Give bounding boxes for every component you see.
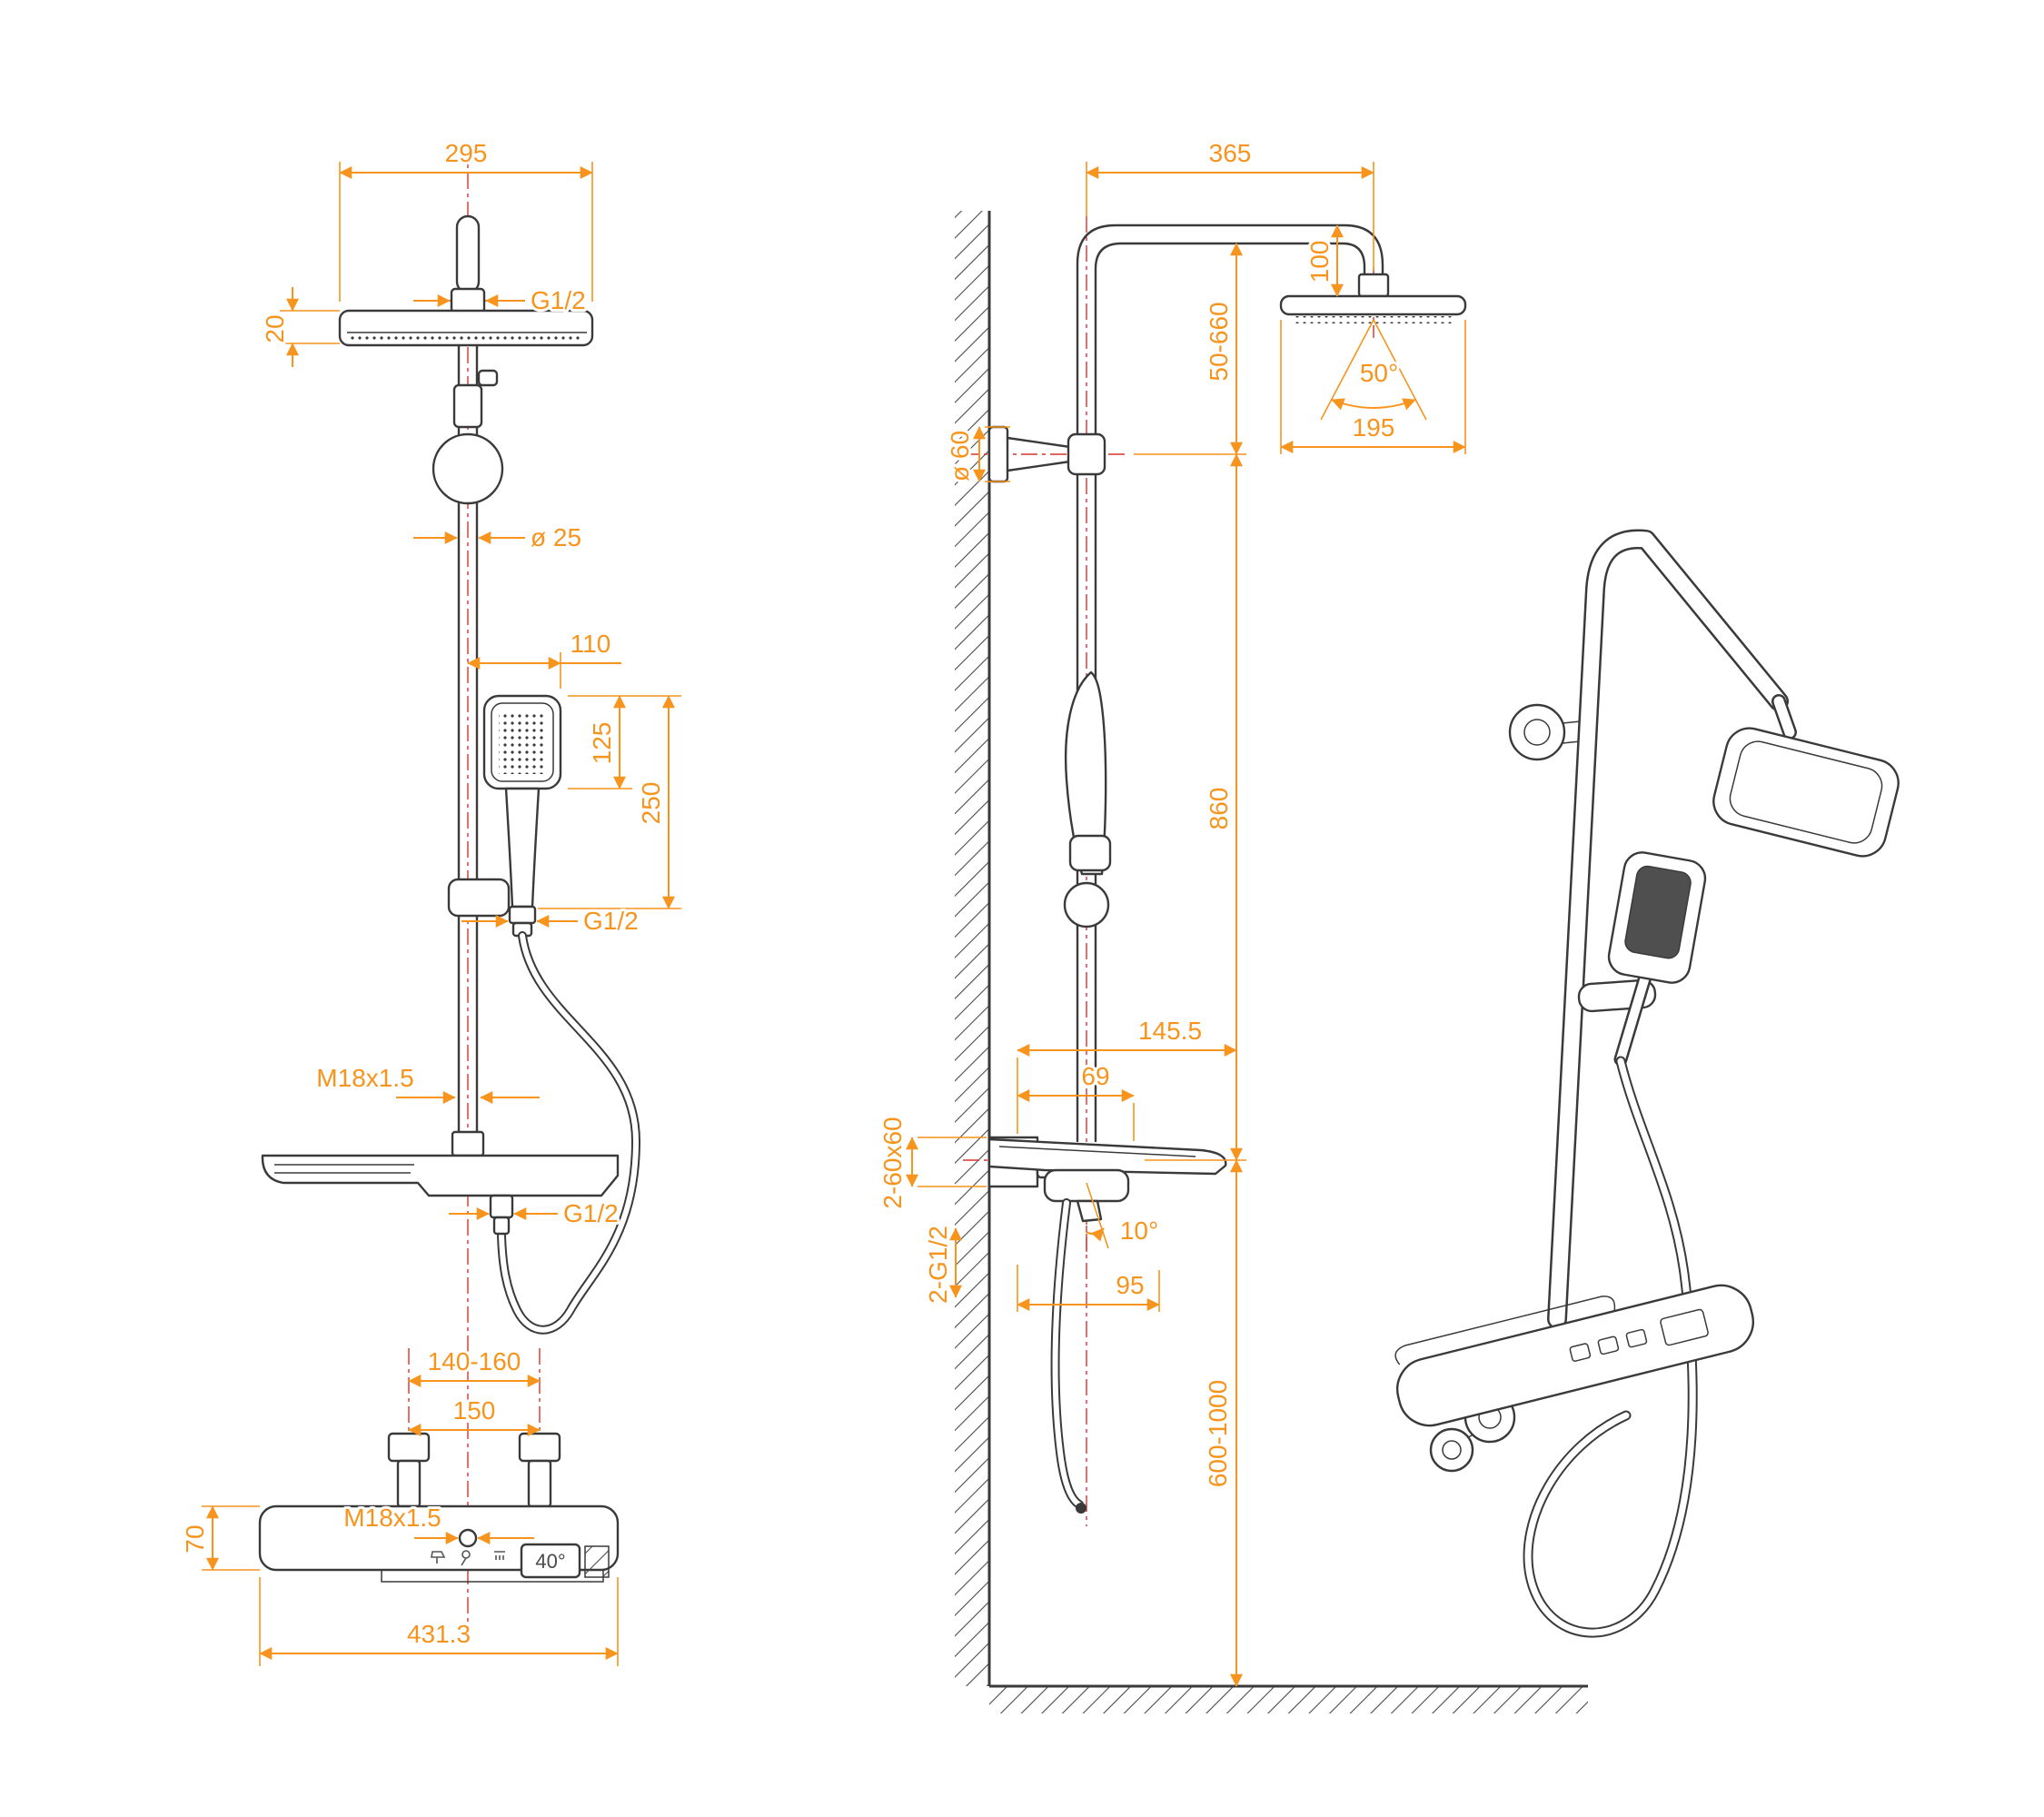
dim-riser-adjust-range: 50-660 (1205, 302, 1233, 381)
dim-center-thread: M18x1.5 (343, 1504, 441, 1532)
side-dimensions: 365 100 50-660 ø 60 50° 195 860 145.5 69… (876, 136, 1466, 1687)
dim-body-tilt: 10° (1120, 1216, 1158, 1245)
dim-head-thickness: 20 (261, 314, 289, 343)
hand-shower-handle (504, 787, 541, 908)
tub-spout-icon (431, 1551, 446, 1564)
dim-head-depth: 195 (1353, 413, 1395, 442)
hose-end (1076, 1503, 1086, 1514)
front-view: 40° 295 20 G1/2 ø 25 110 125 (178, 136, 681, 1666)
dim-outlet-offset: 69 (1081, 1062, 1109, 1090)
side-view: 365 100 50-660 ø 60 50° 195 860 145.5 69… (876, 136, 1588, 1713)
iso-button-2 (1597, 1335, 1620, 1355)
dim-pipe-diameter: ø 25 (531, 523, 581, 551)
eccentric-unions (387, 1432, 561, 1508)
dim-handshower-length: 250 (637, 782, 665, 825)
rain-head-side (1279, 294, 1467, 323)
iso-mixer-bar (1394, 1284, 1754, 1427)
column-outlet-port (458, 1528, 478, 1548)
diverter-lever (477, 369, 499, 387)
rain-head-front (338, 214, 594, 347)
front-dimensions: 295 20 G1/2 ø 25 110 125 250 G1/2 M18x1.… (178, 136, 681, 1666)
dim-body-height: 70 (181, 1524, 209, 1553)
temperature-value: 40° (535, 1550, 565, 1573)
wall-flange (987, 425, 1106, 483)
iso-rain-head (1712, 727, 1900, 858)
riser-pipe-side (1076, 223, 1390, 1143)
dim-top-connector: G1/2 (531, 286, 586, 314)
iso-hose (1523, 1056, 1698, 1638)
riser-pipe-front (432, 343, 504, 1136)
hose-nut (508, 905, 537, 925)
slider-holder (447, 878, 511, 918)
slider-holder-side (1068, 834, 1112, 872)
control-button (584, 1545, 610, 1578)
shelf-side (987, 1137, 1227, 1176)
dim-inlet-spacing-nominal: 150 (453, 1396, 496, 1425)
iso-button-3 (1625, 1328, 1648, 1348)
dim-install-height-range: 600-1000 (1204, 1380, 1232, 1487)
shelf-front (261, 1130, 620, 1236)
dim-shelf-depth: 145.5 (1138, 1017, 1202, 1045)
dim-handshower-width: 110 (571, 630, 611, 658)
dim-hose-connector: G1/2 (583, 907, 639, 935)
hand-shower-face (499, 710, 546, 774)
floor-section (989, 1684, 1588, 1713)
hand-shower-side (1063, 670, 1112, 928)
handshower-icon (461, 1550, 471, 1566)
iso-hand-shower-face (1624, 865, 1692, 959)
dim-head-width: 295 (445, 139, 488, 167)
height-adjuster-knob (432, 432, 504, 505)
dim-spout-reach: 95 (1116, 1271, 1144, 1299)
dim-wall-brackets: 2-60x60 (878, 1117, 907, 1208)
iso-button-1 (1569, 1343, 1592, 1362)
mixer-side (987, 1136, 1227, 1514)
hose-outlet-nut (489, 1194, 514, 1219)
dim-flange-diameter: ø 60 (946, 431, 974, 482)
hand-shower-front (447, 694, 562, 938)
dim-column-thread: M18x1.5 (316, 1064, 413, 1092)
temperature-display (520, 1543, 581, 1579)
pipe-sleeve (452, 383, 483, 429)
dim-outlet-connector: G1/2 (563, 1199, 619, 1227)
dim-head-drop: 100 (1305, 241, 1334, 283)
rain-nozzles (351, 334, 581, 342)
dim-handshower-head-height: 125 (588, 722, 616, 765)
iso-riser-and-arm (1547, 529, 1797, 1329)
column-nut (451, 1130, 485, 1157)
isometric-view (1394, 529, 1900, 1638)
dim-body-width: 431.3 (407, 1620, 471, 1648)
shower-hose-front (497, 931, 640, 1335)
height-adjuster-side (1063, 881, 1110, 928)
dim-riser-length: 860 (1205, 788, 1233, 830)
head-connector-nut (1357, 273, 1390, 298)
iso-hand-shower (1607, 851, 1707, 1067)
spout-side (1076, 1199, 1103, 1223)
dim-inlet-threads: 2-G1/2 (924, 1226, 952, 1304)
iso-wall-flange (1508, 703, 1591, 761)
dim-arm-reach: 365 (1209, 139, 1252, 167)
dim-inlet-spacing-range: 140-160 (428, 1347, 521, 1375)
side-centerlines (963, 216, 1374, 1526)
rainshower-icon (494, 1551, 505, 1560)
iso-display (1660, 1308, 1709, 1346)
mixer-body-side (1043, 1168, 1130, 1203)
dim-spray-angle: 50° (1360, 359, 1398, 387)
